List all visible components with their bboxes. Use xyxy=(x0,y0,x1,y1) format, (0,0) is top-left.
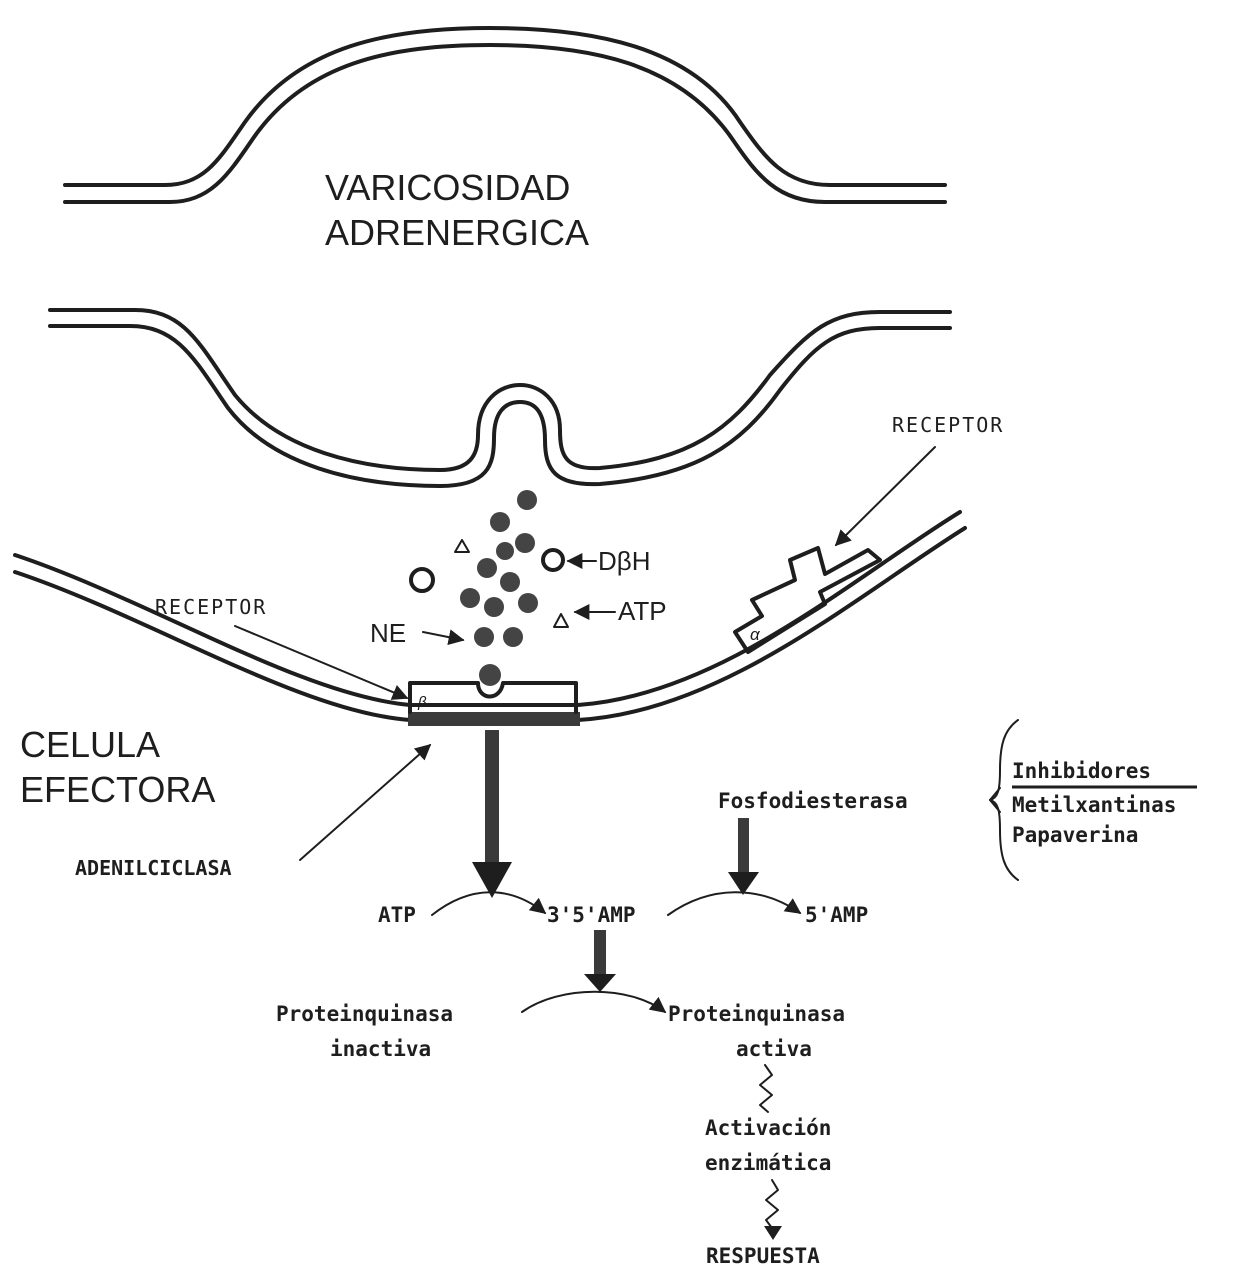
inhibitor-papaverine: Papaverina xyxy=(1012,823,1138,847)
varicosity-title: VARICOSIDAD ADRENERGICA xyxy=(325,167,589,253)
pathway-atp: ATP xyxy=(378,903,416,927)
beta-symbol: β xyxy=(417,694,427,711)
atp-granule-label: ATP xyxy=(618,596,667,626)
pathway-camp: 3'5'AMP xyxy=(547,903,636,927)
ne-granule xyxy=(503,627,523,647)
atp-triangle xyxy=(554,614,568,627)
beta-receptor: β xyxy=(410,683,576,712)
norepinephrine-granules xyxy=(460,490,538,686)
alpha-symbol: α xyxy=(750,625,761,644)
adenylcyclase-activation-arrow xyxy=(472,730,512,898)
ne-granule xyxy=(484,597,504,617)
dbh-granule xyxy=(543,550,563,570)
effector-title-line2: EFECTORA xyxy=(20,769,215,810)
enzyme-activation-line1: Activación xyxy=(705,1116,831,1140)
squiggle-2 xyxy=(766,1180,778,1228)
camp-activation-arrow xyxy=(584,930,616,992)
dbh-label: DβH xyxy=(598,546,651,576)
pk-inactive-line2: inactiva xyxy=(330,1037,431,1061)
ne-granule xyxy=(490,512,510,532)
atp-to-camp-arrow xyxy=(432,892,545,915)
response-label: RESPUESTA xyxy=(706,1244,820,1268)
response-arrowhead xyxy=(764,1226,782,1240)
alpha-receptor-pointer xyxy=(836,447,935,545)
ne-granule xyxy=(500,572,520,592)
ne-granule xyxy=(477,558,497,578)
beta-receptor-label: RECEPTOR xyxy=(155,595,267,619)
varicosity-lower-membrane xyxy=(50,310,950,486)
squiggle-1 xyxy=(760,1065,772,1112)
ne-granule xyxy=(496,542,514,560)
ne-granule xyxy=(474,627,494,647)
ne-granule xyxy=(517,490,537,510)
adenylcyclase-pointer xyxy=(300,745,430,860)
pk-activation-curve xyxy=(522,992,665,1012)
effector-title: CELULA EFECTORA xyxy=(20,724,215,810)
pk-active-line1: Proteinquinasa xyxy=(668,1002,845,1026)
pk-active-line2: activa xyxy=(736,1037,812,1061)
alpha-receptor-label: RECEPTOR xyxy=(892,413,1004,437)
inhibitors-title: Inhibidores xyxy=(1012,759,1151,783)
ne-label: NE xyxy=(370,618,406,648)
ne-arrow xyxy=(423,632,463,640)
varicosity-title-line1: VARICOSIDAD xyxy=(325,167,570,208)
ne-granule xyxy=(460,588,480,608)
adenylcyclase-band xyxy=(408,712,580,726)
ne-granule xyxy=(518,593,538,613)
varicosity-title-line2: ADRENERGICA xyxy=(325,212,589,253)
effector-title-line1: CELULA xyxy=(20,724,160,765)
enzyme-activation-line2: enzimática xyxy=(705,1151,831,1175)
phosphodiesterase-arrow xyxy=(728,818,759,895)
pk-inactive-line1: Proteinquinasa xyxy=(276,1002,453,1026)
atp-triangle xyxy=(455,540,469,552)
ne-granule xyxy=(515,533,535,553)
phosphodiesterase-label: Fosfodiesterasa xyxy=(718,789,908,813)
dbh-granule xyxy=(411,569,433,591)
inhibitor-methylxanthines: Metilxantinas xyxy=(1012,793,1176,817)
pathway-5amp: 5'AMP xyxy=(805,903,868,927)
camp-to-5amp-arrow xyxy=(668,892,800,915)
ne-granule xyxy=(479,664,501,686)
adenylcyclase-label: ADENILCICLASA xyxy=(75,856,232,880)
